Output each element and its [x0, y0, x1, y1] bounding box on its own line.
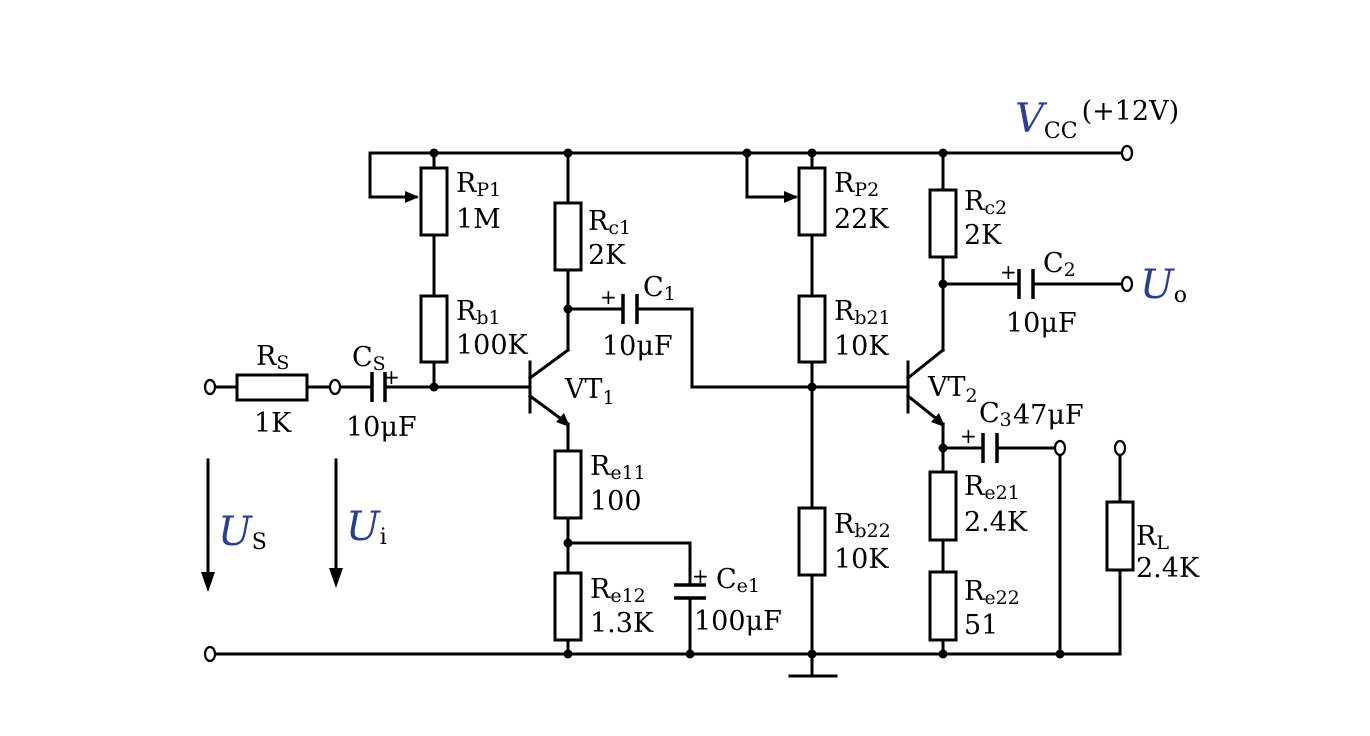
output-voltage-label: Uo — [1140, 262, 1187, 308]
vt1-name: VT1 — [564, 374, 615, 409]
resistor-re21 — [928, 470, 958, 542]
cs-value: 10μF — [346, 412, 417, 443]
resistor-re12 — [553, 571, 583, 642]
rb21-value: 10K — [834, 331, 889, 362]
vt2-name: VT2 — [927, 372, 978, 407]
rb22-value: 10K — [834, 544, 889, 575]
rc1-value: 2K — [588, 240, 626, 271]
vcc-label: VCC(+12V) — [1015, 96, 1179, 144]
wires — [201, 151, 1122, 678]
resistor-rs — [235, 373, 309, 402]
cs-name: CS — [352, 342, 386, 375]
rp2-name: RP2 — [834, 168, 879, 201]
rc2-name: Rc2 — [964, 186, 1007, 219]
rc1-name: Rc1 — [588, 206, 631, 239]
re12-name: Re12 — [590, 574, 646, 607]
resistor-rl — [1105, 500, 1135, 572]
rb22-name: Rb22 — [834, 509, 891, 542]
input-voltage-label: Ui — [346, 504, 387, 550]
rl-name: RL — [1136, 521, 1169, 554]
ce1-polarity: + — [692, 564, 709, 588]
capacitor-cs — [370, 372, 387, 402]
c1-value: 10μF — [602, 331, 673, 362]
rb1-name: Rb1 — [456, 296, 501, 329]
c3-name: C3 — [979, 398, 1012, 431]
c3-value: 47μF — [1013, 400, 1084, 431]
rp1-value: 1M — [456, 204, 501, 235]
cs-polarity: + — [383, 365, 400, 389]
rp2-wiper-arrow — [784, 191, 798, 203]
capacitor-ce1 — [674, 583, 706, 600]
rb21-name: Rb21 — [834, 296, 891, 329]
vt1-emitter-arrow — [556, 413, 570, 427]
resistor-rp2 — [797, 166, 827, 237]
re22-value: 51 — [964, 610, 998, 641]
resistor-rp1 — [419, 166, 449, 237]
resistor-re22 — [928, 570, 958, 642]
rs-value: 1K — [254, 408, 292, 439]
rb1-value: 100K — [456, 330, 529, 361]
c3-polarity: + — [960, 424, 977, 448]
junctions — [429, 148, 1065, 659]
terminals — [203, 144, 1134, 663]
ce1-name: Ce1 — [716, 564, 760, 597]
c2-name: C2 — [1043, 248, 1076, 281]
c1-name: C1 — [643, 272, 676, 305]
source-voltage-label: US — [218, 509, 267, 555]
re21-value: 2.4K — [964, 507, 1028, 538]
resistor-rc1 — [553, 201, 583, 272]
re12-value: 1.3K — [590, 608, 654, 639]
rs-name: RS — [256, 341, 289, 374]
re22-name: Re22 — [964, 576, 1020, 609]
re21-name: Re21 — [964, 471, 1020, 504]
capacitor-c1 — [621, 294, 639, 324]
resistor-rc2 — [928, 188, 958, 259]
resistor-re11 — [553, 449, 583, 520]
resistor-rb22 — [797, 506, 827, 577]
c1-polarity: + — [600, 285, 617, 309]
capacitor-c3 — [981, 433, 999, 463]
capacitor-c2 — [1017, 269, 1035, 299]
rc2-value: 2K — [964, 220, 1002, 251]
rp1-name: RP1 — [456, 168, 501, 201]
rl-value: 2.4K — [1136, 553, 1200, 584]
c2-value: 10μF — [1006, 308, 1077, 339]
re11-name: Re11 — [590, 451, 646, 484]
rp1-wiper-arrow — [405, 191, 419, 203]
vt2-emitter-arrow — [931, 413, 945, 427]
resistor-rb1 — [419, 294, 449, 364]
rp2-value: 22K — [834, 204, 889, 235]
resistor-rb21 — [797, 294, 827, 364]
c2-polarity: + — [1000, 260, 1017, 284]
re11-value: 100 — [590, 486, 642, 517]
ce1-value: 100μF — [694, 606, 782, 637]
